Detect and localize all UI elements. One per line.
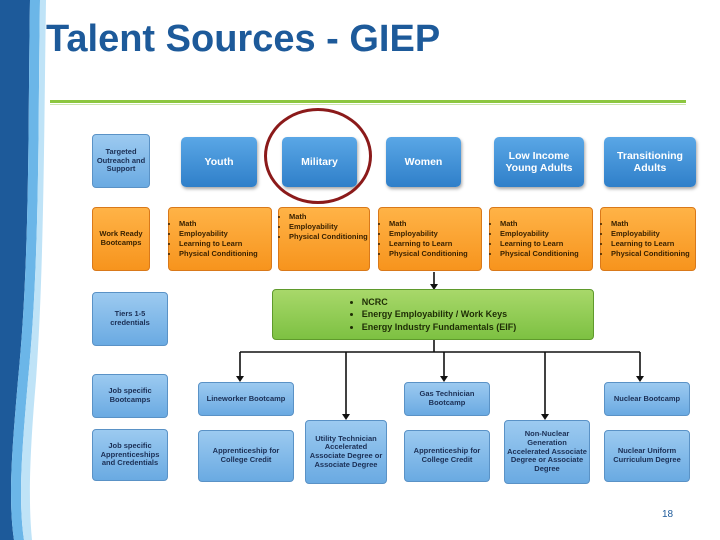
military-bootcamp-curriculum: Math Employability Physical Conditioning (278, 207, 370, 271)
left-wave-decoration (0, 0, 46, 540)
source-transitioning-adults: Transitioning Adults (604, 137, 696, 187)
page-number: 18 (662, 509, 674, 520)
credential-item: Energy Employability / Work Keys (362, 308, 517, 321)
nuclear-uniform-curriculum-degree: Nuclear Uniform Curriculum Degree (604, 430, 690, 482)
curriculum-item: Learning to Learn (389, 239, 481, 249)
curriculum-item: Math (179, 219, 271, 229)
utility-technician-degree: Utility Technician Accelerated Associate… (305, 420, 387, 484)
lineworker-apprenticeship: Apprenticeship for College Credit (198, 430, 294, 482)
curriculum-item: Learning to Learn (500, 239, 592, 249)
curriculum-item: Employability (611, 229, 695, 239)
source-youth: Youth (181, 137, 257, 187)
curriculum-item: Math (389, 219, 481, 229)
credentials-box: NCRC Energy Employability / Work Keys En… (272, 289, 594, 340)
slide-title: Talent Sources - GIEP (46, 18, 441, 60)
gas-apprenticeship: Apprenticeship for College Credit (404, 430, 490, 482)
curriculum-item: Employability (179, 229, 271, 239)
row-label-job-bootcamps: Job specific Bootcamps (92, 374, 168, 418)
military-highlight-circle (264, 108, 372, 204)
curriculum-item: Employability (389, 229, 481, 239)
transitioning-adults-bootcamp-curriculum: Math Employability Learning to Learn Phy… (600, 207, 696, 271)
source-low-income-young-adults: Low Income Young Adults (494, 137, 584, 187)
curriculum-item: Physical Conditioning (611, 249, 695, 259)
nuclear-bootcamp: Nuclear Bootcamp (604, 382, 690, 416)
curriculum-item: Learning to Learn (611, 239, 695, 249)
youth-bootcamp-curriculum: Math Employability Learning to Learn Phy… (168, 207, 272, 271)
curriculum-item: Physical Conditioning (389, 249, 481, 259)
source-women: Women (386, 137, 461, 187)
title-divider-shadow (50, 104, 686, 105)
curriculum-item: Math (500, 219, 592, 229)
curriculum-item: Physical Conditioning (500, 249, 592, 259)
title-divider (50, 100, 686, 103)
women-bootcamp-curriculum: Math Employability Learning to Learn Phy… (378, 207, 482, 271)
gas-technician-bootcamp: Gas Technician Bootcamp (404, 382, 490, 416)
lineworker-bootcamp: Lineworker Bootcamp (198, 382, 294, 416)
row-label-outreach: Targeted Outreach and Support (92, 134, 150, 188)
curriculum-item: Employability (289, 222, 369, 232)
curriculum-item: Math (611, 219, 695, 229)
curriculum-item: Physical Conditioning (289, 232, 369, 242)
row-label-job-apprenticeships: Job specific Apprenticeships and Credent… (92, 429, 168, 481)
row-label-bootcamps: Work Ready Bootcamps (92, 207, 150, 271)
curriculum-item: Math (289, 212, 369, 222)
non-nuclear-generation-degree: Non-Nuclear Generation Accelerated Assoc… (504, 420, 590, 484)
curriculum-item: Employability (500, 229, 592, 239)
credential-item: NCRC (362, 296, 517, 309)
row-label-credentials: Tiers 1-5 credentials (92, 292, 168, 346)
credential-item: Energy Industry Fundamentals (EIF) (362, 321, 517, 334)
curriculum-item: Physical Conditioning (179, 249, 271, 259)
low-income-bootcamp-curriculum: Math Employability Learning to Learn Phy… (489, 207, 593, 271)
curriculum-item: Learning to Learn (179, 239, 271, 249)
